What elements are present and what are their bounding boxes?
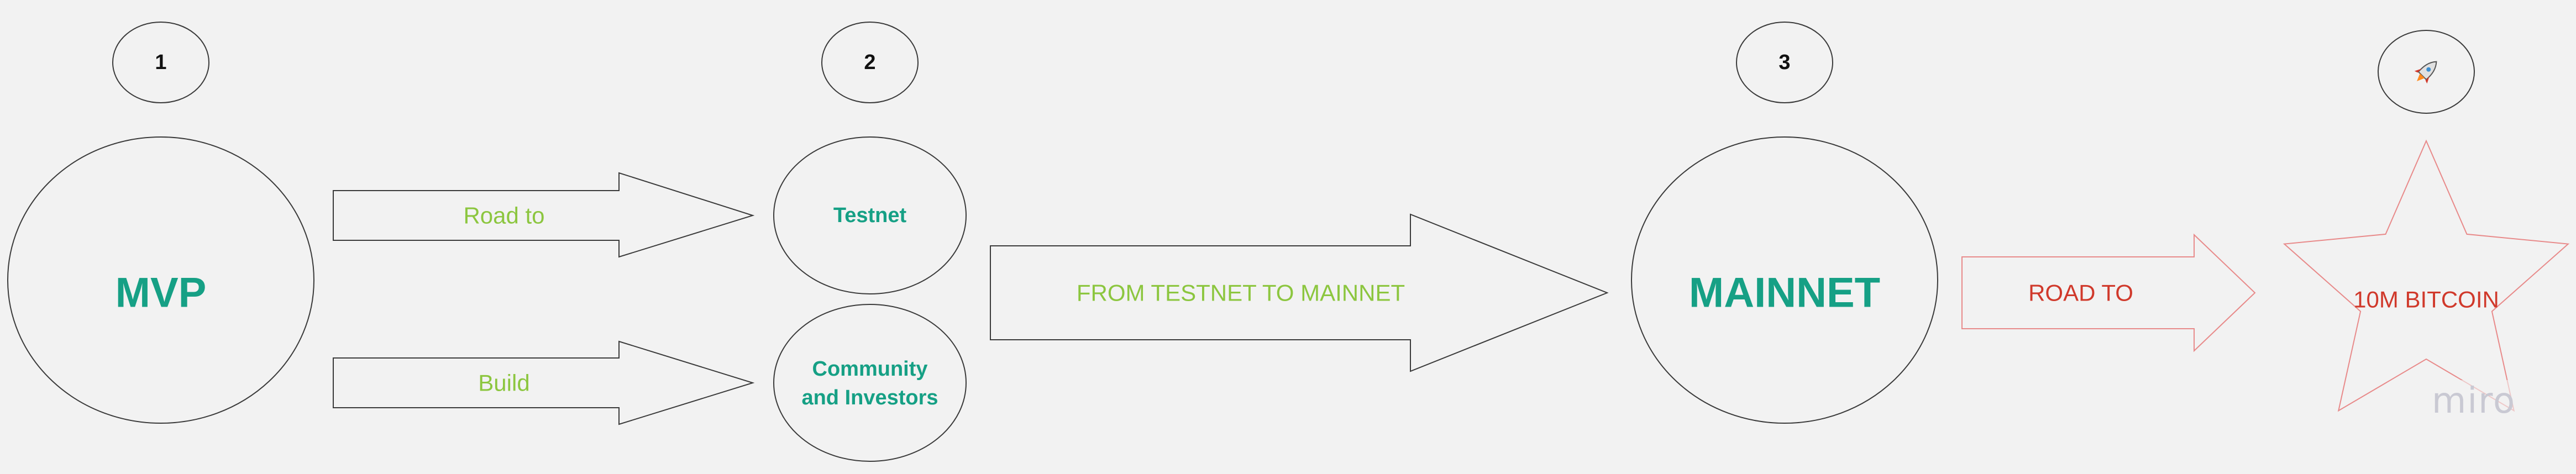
rocket-marker [2378, 30, 2475, 114]
miro-logo: miro [2432, 381, 2516, 422]
goal-label: 10M BITCOIN [2353, 287, 2499, 313]
rocket-icon [2414, 61, 2437, 84]
step-1-marker: 1 [112, 22, 209, 103]
step-3-marker: 3 [1736, 22, 1833, 103]
mvp-label: MVP [116, 270, 207, 317]
testnet-to-mainnet-label: FROM TESTNET TO MAINNET [1077, 280, 1405, 306]
testnet-to-mainnet-arrow: FROM TESTNET TO MAINNET [990, 213, 1609, 372]
road-to-goal-label: ROAD TO [2028, 280, 2133, 306]
mainnet-node: MAINNET [1631, 136, 1938, 424]
build-arrow: Build [333, 340, 755, 425]
step-1-label: 1 [155, 51, 166, 74]
step-2-marker: 2 [821, 22, 919, 103]
testnet-label: Testnet [833, 204, 907, 227]
road-to-label: Road to [463, 203, 544, 229]
mvp-node: MVP [7, 136, 314, 424]
road-to-goal-arrow: ROAD TO [1961, 233, 2256, 352]
goal-star-node: 10M BITCOIN [2283, 139, 2570, 412]
road-to-arrow: Road to [333, 172, 755, 258]
step-3-label: 3 [1778, 51, 1790, 74]
community-investors-node: Community and Investors [773, 304, 967, 462]
build-label: Build [478, 370, 529, 396]
mainnet-label: MAINNET [1689, 270, 1880, 317]
step-2-label: 2 [864, 51, 875, 74]
community-label-line2: and Investors [801, 386, 938, 409]
miro-watermark: miro [2416, 380, 2516, 422]
community-label-line1: Community [812, 357, 928, 381]
testnet-node: Testnet [773, 136, 967, 294]
